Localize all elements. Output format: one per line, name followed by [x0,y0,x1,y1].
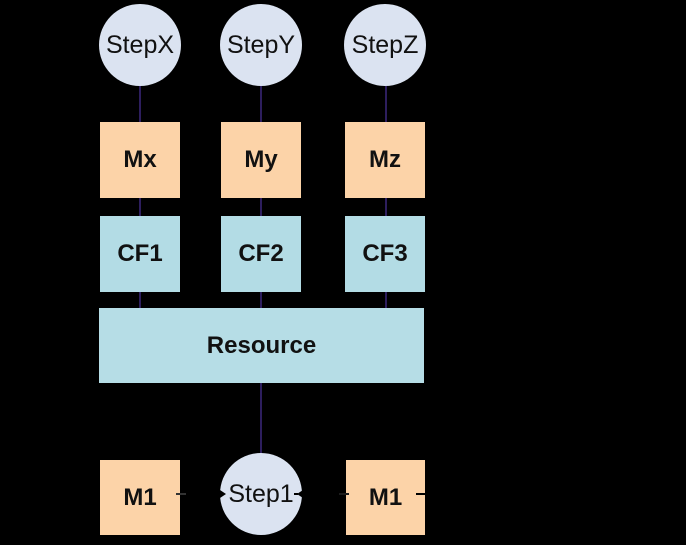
node-stepx-label: StepX [105,30,175,59]
node-cf1: CF1 [100,216,180,292]
edge-m1right-left-stub [339,493,349,495]
node-mx-label: Mx [123,146,157,173]
node-step1: Step1 [220,453,302,535]
node-m1-left: M1 [100,460,180,535]
edge-step1-right-stub [294,493,298,495]
node-mz-label: Mz [369,146,401,173]
edge-cf2-resource [260,292,262,308]
edge-stepz-mz [385,86,387,122]
edge-resource-step1 [260,383,262,453]
edge-stepy-my [260,86,262,122]
node-mz: Mz [345,122,425,198]
node-resource-label: Resource [206,331,317,359]
node-cf2: CF2 [221,216,301,292]
node-my: My [221,122,301,198]
node-m1-right: M1 [346,460,425,535]
node-cf3: CF3 [345,216,425,292]
edge-my-cf2 [260,198,262,216]
node-stepy: StepY [220,4,302,86]
arrowhead-into-step1-right [297,488,306,500]
node-m1-right-label: M1 [368,483,403,511]
node-resource: Resource [99,308,424,383]
edge-m1right-right-stub [416,493,426,495]
node-my-label: My [244,146,278,173]
node-m1-left-label: M1 [123,483,157,511]
node-cf2-label: CF2 [238,240,284,267]
node-stepz: StepZ [344,4,426,86]
node-stepx: StepX [99,4,181,86]
edge-stepx-mx [139,86,141,122]
edge-mx-cf1 [139,198,141,216]
arrowhead-into-step1-left [217,488,226,500]
node-stepy-label: StepY [226,30,296,59]
edge-cf1-resource [139,292,141,308]
node-step1-label: Step1 [228,479,294,508]
edge-m1left-step1-stub [176,493,186,495]
edge-mz-cf3 [385,198,387,216]
node-cf1-label: CF1 [117,240,163,267]
node-cf3-label: CF3 [362,240,408,267]
node-stepz-label: StepZ [351,30,419,59]
node-mx: Mx [100,122,180,198]
edge-cf3-resource [385,292,387,308]
